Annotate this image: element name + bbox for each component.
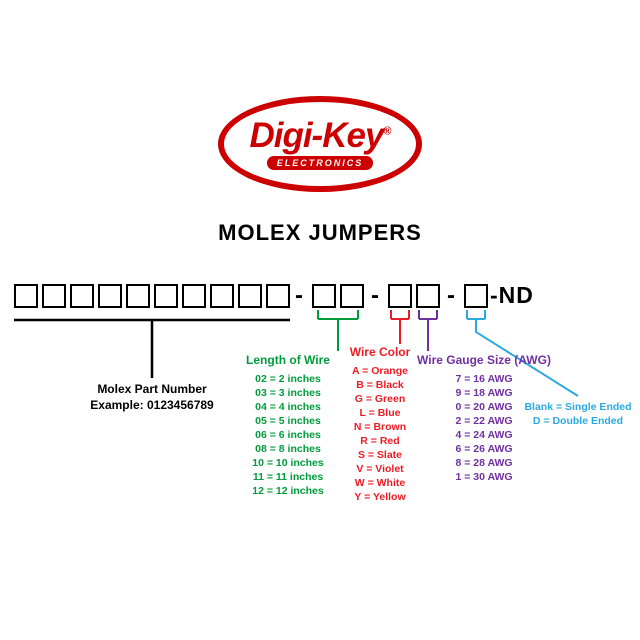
wire-color-connector-line [390, 310, 410, 344]
part-number-box [210, 284, 234, 308]
code-list-item: 05 = 5 inches [255, 415, 321, 427]
code-list-item: Y = Yellow [354, 491, 406, 503]
length-code-list: 02 = 2 inches 03 = 3 inches 04 = 4 inches 0… [228, 372, 348, 498]
code-list-item: N = Brown [353, 421, 407, 433]
electronics-banner: ELECTRONICS [266, 156, 374, 170]
code-list-item: 4 = 24 AWG [455, 429, 513, 441]
registered-trademark-icon: ® [383, 125, 391, 138]
part-number-box [416, 284, 440, 308]
code-list-item: L = Blue [359, 407, 401, 419]
code-list-item: W = White [354, 477, 406, 489]
code-list-item: 6 = 26 AWG [455, 443, 513, 455]
separator-dash: - [447, 282, 455, 309]
digikey-logo: Digi-Key® ELECTRONICS [218, 96, 422, 192]
code-list-item: 0 = 20 AWG [455, 401, 513, 413]
part-number-box [126, 284, 150, 308]
part-number-box [238, 284, 262, 308]
ended-code-list: Blank = Single Ended D = Double Ended [516, 400, 640, 428]
wire-color-code-list: A = Orange B = Black G = Green L = Blue N = … [325, 364, 435, 504]
part-number-box [14, 284, 38, 308]
molex-label-example: Example: 0123456789 [90, 398, 214, 412]
code-list-item: Blank = Single Ended [524, 401, 632, 413]
code-list-item: 9 = 18 AWG [455, 387, 513, 399]
part-number-box [464, 284, 488, 308]
part-number-box [154, 284, 178, 308]
part-number-box [266, 284, 290, 308]
part-number-box [340, 284, 364, 308]
wire-gauge-code-list: 7 = 16 AWG 9 = 18 AWG 0 = 20 AWG 2 = 22 AWG… [414, 372, 554, 484]
ended-legend: Blank = Single Ended D = Double Ended [516, 400, 640, 428]
code-list-item: V = Violet [356, 463, 404, 475]
part-number-box [98, 284, 122, 308]
code-list-item: 1 = 30 AWG [455, 471, 513, 483]
part-number-box [42, 284, 66, 308]
part-number-suffix: -ND [490, 281, 534, 308]
code-list-item: 06 = 6 inches [255, 429, 321, 441]
part-number-group-molex [14, 284, 290, 308]
code-list-item: 12 = 12 inches [252, 485, 324, 497]
code-list-item: 02 = 2 inches [255, 373, 321, 385]
part-number-box [182, 284, 206, 308]
separator-dash: - [371, 282, 379, 309]
part-number-box [70, 284, 94, 308]
code-list-item: 08 = 8 inches [255, 443, 321, 455]
digikey-wordmark: Digi-Key® [249, 116, 391, 155]
part-number-group-ended [464, 284, 488, 308]
part-number-box [388, 284, 412, 308]
molex-label-title: Molex Part Number [97, 382, 207, 396]
separator-dash: - [295, 282, 303, 309]
length-of-wire-legend: Length of Wire 02 = 2 inches 03 = 3 inche… [228, 354, 348, 498]
code-list-item: 8 = 28 AWG [455, 457, 513, 469]
part-number-group-length [312, 284, 364, 308]
wire-gauge-legend-title: Wire Gauge Size (AWG) [417, 353, 551, 367]
gauge-connector-line [418, 310, 438, 351]
code-list-item: R = Red [360, 435, 400, 447]
code-list-item: D = Double Ended [532, 415, 624, 427]
part-number-group-color-gauge [388, 284, 440, 308]
code-list-item: B = Black [356, 379, 404, 391]
part-number-box [312, 284, 336, 308]
code-list-item: 10 = 10 inches [252, 457, 324, 469]
code-list-item: A = Orange [352, 365, 408, 377]
code-list-item: 11 = 11 inches [252, 471, 324, 483]
molex-part-number-label: Molex Part Number Example: 0123456789 [32, 381, 272, 413]
code-list-item: G = Green [354, 393, 406, 405]
brand-text: Digi-Key [249, 116, 384, 155]
code-list-item: 7 = 16 AWG [455, 373, 513, 385]
wire-gauge-legend: Wire Gauge Size (AWG) 7 = 16 AWG 9 = 18 A… [414, 354, 554, 484]
length-legend-title: Length of Wire [246, 353, 330, 367]
code-list-item: 2 = 22 AWG [455, 415, 513, 427]
page-title: MOLEX JUMPERS [218, 220, 422, 245]
code-list-item: 04 = 4 inches [255, 401, 321, 413]
code-list-item: 03 = 3 inches [255, 387, 321, 399]
wire-color-legend-title: Wire Color [349, 345, 411, 359]
code-list-item: S = Slate [357, 449, 403, 461]
